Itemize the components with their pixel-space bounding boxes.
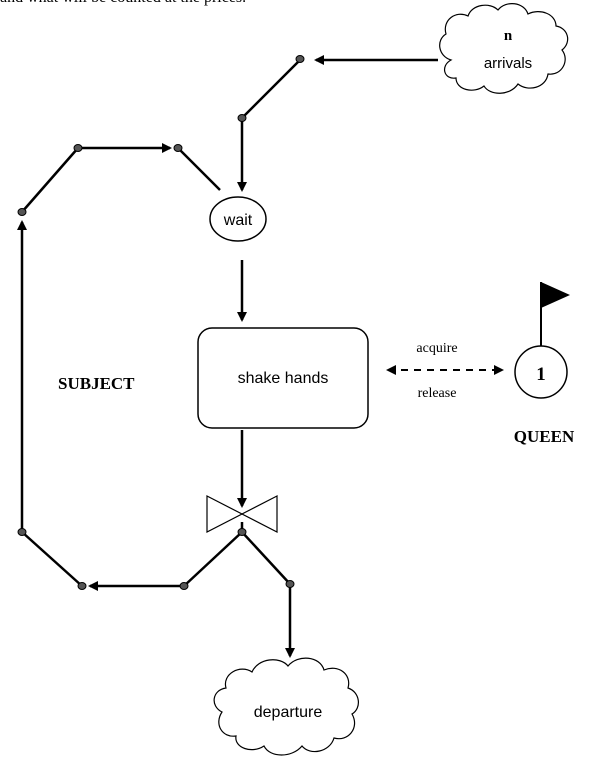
wait-node: wait xyxy=(209,196,267,242)
waypoint-dot xyxy=(17,528,27,536)
wait-label: wait xyxy=(223,212,253,229)
arrivals-label: arrivals xyxy=(484,55,532,72)
flag-icon xyxy=(541,282,570,308)
loop-segment-4 xyxy=(177,147,221,191)
loop-segment-1 xyxy=(183,531,243,587)
departure-segment xyxy=(241,531,291,585)
bowtie-gate-icon xyxy=(206,495,278,533)
waypoint-dot xyxy=(285,580,295,588)
waypoint-dots xyxy=(17,55,305,590)
shake-hands-label: shake hands xyxy=(238,370,329,387)
shake-hands-node: shake hands xyxy=(197,327,369,429)
waypoint-dot xyxy=(295,55,305,63)
waypoint-dot xyxy=(179,582,189,590)
loop-segment-3 xyxy=(21,147,79,213)
queen-count: 1 xyxy=(536,364,546,385)
loop-segment-2 xyxy=(21,531,83,587)
arrivals-segment xyxy=(241,59,301,119)
waypoint-dot xyxy=(173,144,183,152)
waypoint-dot xyxy=(77,582,87,590)
subject-label: SUBJECT xyxy=(58,374,135,393)
arrivals-cloud: n arrivals xyxy=(439,3,569,94)
departure-label: departure xyxy=(254,704,323,721)
release-label: release xyxy=(418,386,457,401)
waypoint-dot xyxy=(237,528,247,536)
queen-resource: 1 xyxy=(514,282,570,399)
waypoint-dot xyxy=(73,144,83,152)
departure-cloud: departure xyxy=(213,657,359,756)
header-text-fragment: and what will be counted at the prices. xyxy=(0,0,596,9)
waypoint-dot xyxy=(237,114,247,122)
acquire-label: acquire xyxy=(416,341,457,356)
queen-label: QUEEN xyxy=(514,427,575,446)
arrivals-count: n xyxy=(504,28,513,44)
waypoint-dot xyxy=(17,208,27,216)
